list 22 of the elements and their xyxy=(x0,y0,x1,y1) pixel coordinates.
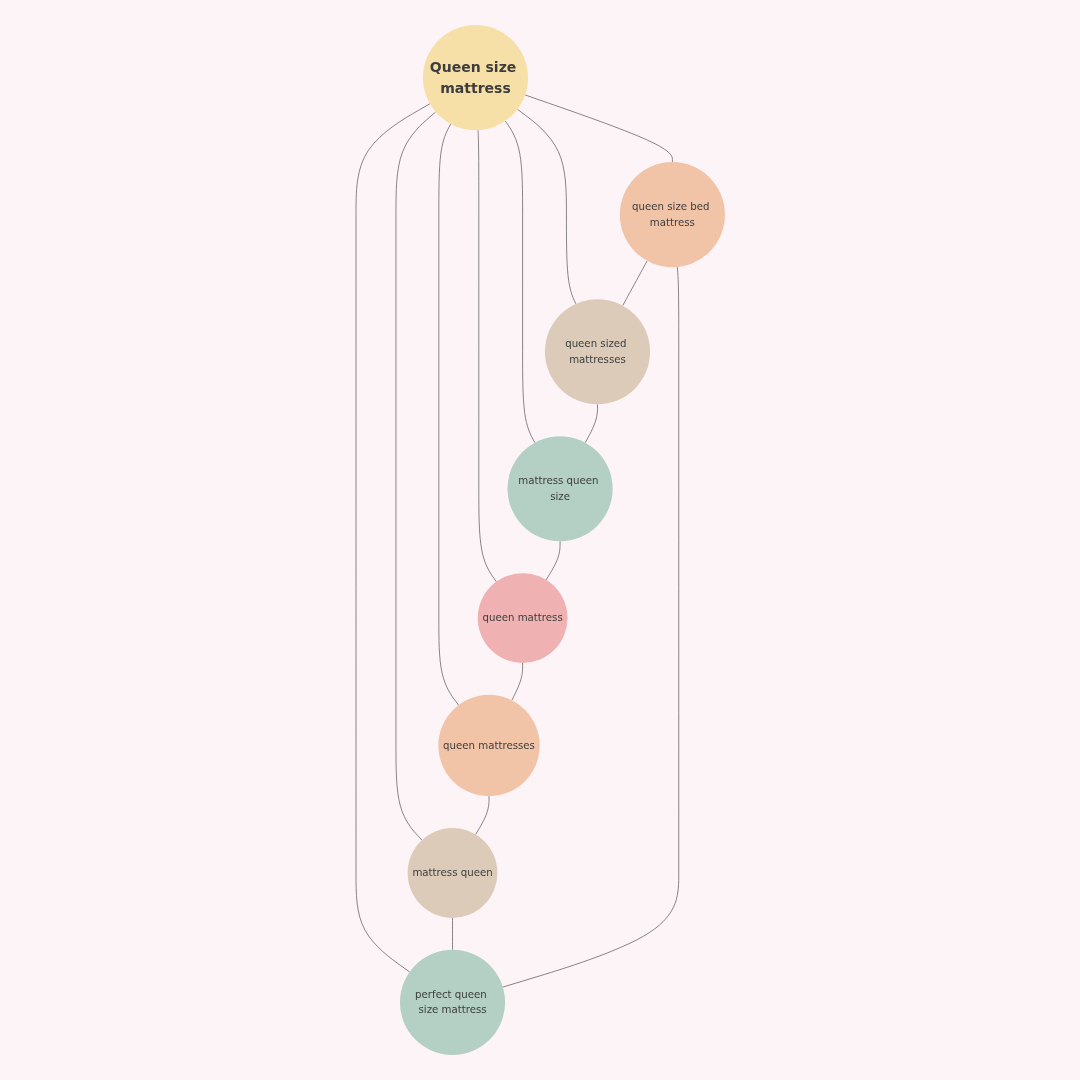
node-circle: perfect queen size mattress xyxy=(399,949,505,1055)
connector xyxy=(438,123,459,706)
connector xyxy=(511,662,523,701)
node-circle: queen sized mattresses xyxy=(544,299,650,405)
connector xyxy=(516,109,576,305)
node-circle: queen mattresses xyxy=(437,694,540,797)
connector xyxy=(545,541,560,581)
connector xyxy=(451,917,453,951)
connector xyxy=(584,404,598,443)
node-circle: mattress queen xyxy=(407,828,497,918)
node-circle: queen mattress xyxy=(477,573,568,663)
connector xyxy=(504,120,535,443)
connector xyxy=(355,103,430,973)
node-circle: queen size bed mattress xyxy=(619,162,725,268)
node-circle: mattress queen size xyxy=(507,436,613,542)
connector xyxy=(621,260,647,306)
connector xyxy=(395,111,436,841)
connector xyxy=(524,94,673,163)
connector xyxy=(474,795,489,835)
connector xyxy=(502,266,679,988)
connector xyxy=(477,129,497,582)
node-circle: Queen size mattress xyxy=(422,25,528,131)
